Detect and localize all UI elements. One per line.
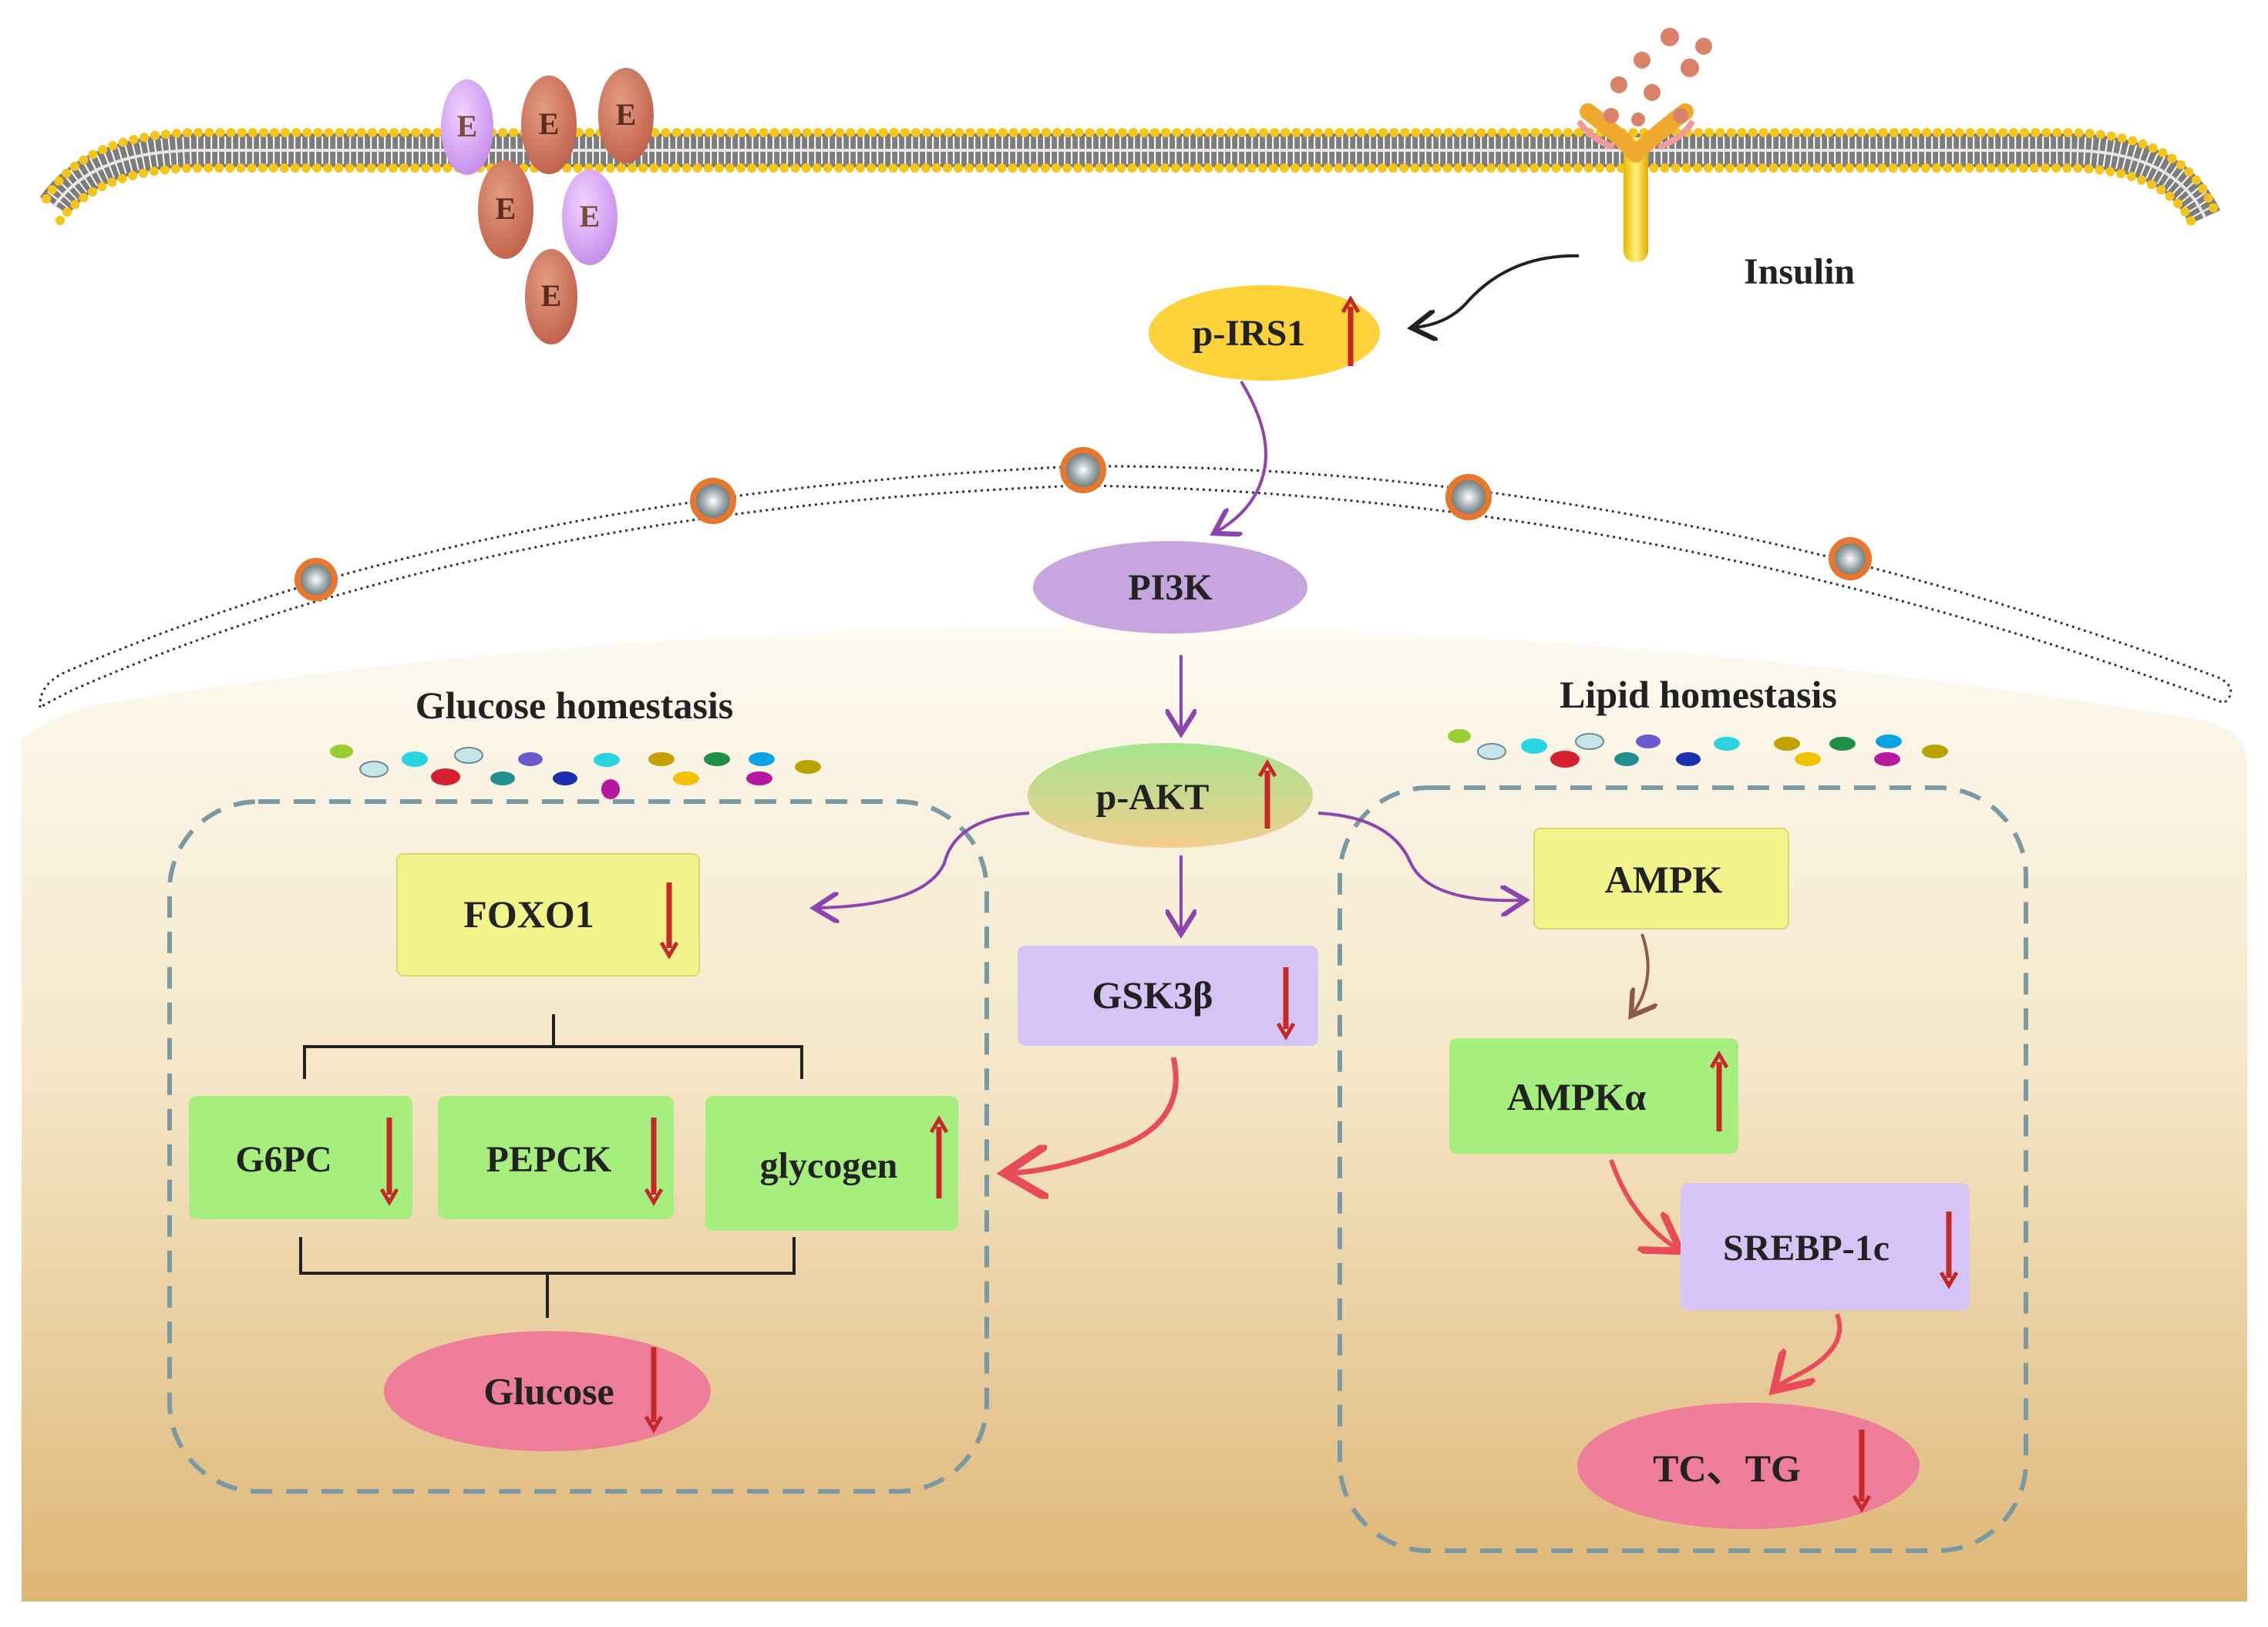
e-ligand-cluster: E E E E E E [441,68,654,345]
arrow-akt-to-foxo1 [817,812,1030,908]
svg-text:AMPK: AMPK [1605,858,1723,901]
nuclear-pore [294,558,338,601]
arrow-insulin-to-irs1 [1415,254,1580,328]
svg-text:TC、TG: TC、TG [1653,1447,1801,1490]
lipid-molecules-decoration [1448,729,1948,768]
e-ligand: E [525,249,577,345]
glucose-section-title: Glucose homestasis [416,684,734,727]
svg-text:G6PC: G6PC [235,1139,331,1180]
svg-text:glycogen: glycogen [760,1145,898,1186]
arrow-akt-to-ampk [1317,812,1523,900]
nuclear-envelope [39,447,2233,711]
svg-text:E: E [580,199,601,234]
nuclear-pore [690,478,736,524]
node-foxo1: FOXO1 [396,853,700,977]
glucose-container [167,799,989,1494]
arrow-ampk-to-ampka [1633,933,1648,1014]
arrow-ampka-to-srebp1c [1609,1159,1677,1249]
nuclear-pore [1829,537,1872,580]
node-pepck: PEPCK [438,1096,674,1219]
arrow-gsk3b-to-glycogen [1010,1057,1179,1173]
nuclear-pore [1445,474,1492,520]
insulin-receptor: Insulin [1577,28,1855,292]
node-gsk3b: GSK3β [1018,946,1318,1046]
arrow-srebp1c-to-tctg [1777,1313,1842,1387]
svg-text:PEPCK: PEPCK [486,1139,612,1180]
svg-text:E: E [616,97,637,132]
arrow-irs1-to-pi3k [1216,380,1267,532]
svg-text:E: E [457,109,478,143]
svg-text:p-IRS1: p-IRS1 [1193,313,1306,354]
node-p-irs1: p-IRS1 [1149,285,1380,381]
svg-text:E: E [541,278,562,313]
e-ligand: E [598,68,654,163]
bracket-top [303,1014,803,1079]
svg-text:PI3K: PI3K [1128,567,1212,608]
svg-text:E: E [496,191,517,226]
node-p-akt: p-AKT [1028,743,1313,848]
insulin-molecules [1603,28,1712,126]
svg-text:Glucose: Glucose [483,1370,614,1413]
e-ligand: E [521,76,577,174]
svg-text:GSK3β: GSK3β [1092,973,1213,1017]
svg-text:p-AKT: p-AKT [1096,777,1210,818]
svg-text:FOXO1: FOXO1 [463,892,594,936]
node-glycogen: glycogen [705,1096,958,1231]
svg-text:SREBP-1c: SREBP-1c [1723,1228,1889,1269]
node-ampka: AMPKα [1449,1038,1738,1154]
nuclear-pore [1060,447,1106,493]
insulin-label: Insulin [1744,251,1855,292]
svg-text:AMPKα: AMPKα [1507,1075,1647,1118]
node-g6pc: G6PC [189,1096,412,1219]
e-ligand: E [562,170,617,265]
e-ligand: E [478,160,533,259]
svg-text:E: E [539,106,560,141]
glucose-molecules-decoration [330,745,821,799]
node-glucose: Glucose [384,1331,711,1451]
bracket-bottom [299,1237,796,1318]
node-srebp1c: SREBP-1c [1681,1183,1970,1310]
node-pi3k: PI3K [1033,541,1307,634]
lipid-container [1338,785,2028,1553]
node-ampk: AMPK [1533,828,1789,929]
plasma-membrane [39,128,2220,234]
node-tc-tg: TC、TG [1577,1403,1920,1529]
e-ligand: E [441,79,493,175]
lipid-section-title: Lipid homestasis [1560,673,1837,716]
